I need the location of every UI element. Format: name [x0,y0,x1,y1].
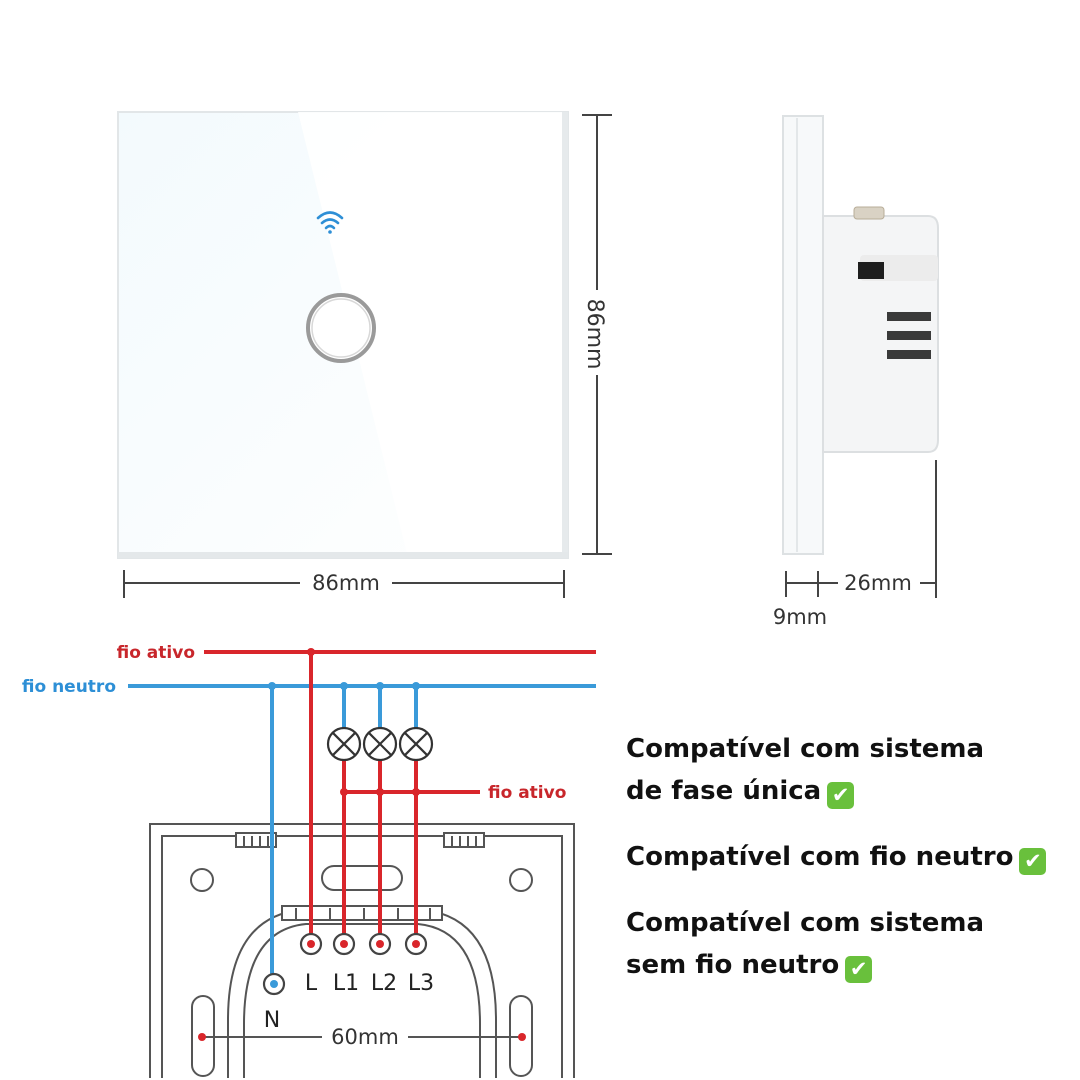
compat-line: Compatível com sistema [626,734,985,764]
compat-line-with-check: Compatível com fio neutro✔ [626,836,1076,878]
width-dimension [123,570,565,598]
terminal-label-l2: L2 [371,971,397,996]
height-label: 86mm [582,299,607,370]
plate-label: 9mm [773,605,827,629]
lamp-icon [362,726,398,762]
compat-line-with-check: sem fio neutro✔ [626,944,1076,986]
check-icon: ✔ [1019,848,1047,875]
width-label: 86mm [312,571,380,595]
terminal-label-l1: L1 [333,971,359,996]
wiring-diagram: fio ativo fio neutro [22,643,596,1078]
compat-single-phase: Compatível com sistema de fase única✔ [626,728,1076,812]
check-icon: ✔ [827,782,855,809]
lamp-icon [326,726,362,762]
live-switched-label: fio ativo [488,783,566,803]
side-plate [782,115,824,555]
front-view: 86mm 86mm [117,111,612,598]
compat-no-neutral: Compatível com sistema sem fio neutro✔ [626,902,1076,986]
neutral-label: fio neutro [22,677,116,697]
compat-line-with-check: de fase única✔ [626,770,1076,812]
terminal-label-l: L [305,971,318,996]
live-top-label: fio ativo [117,643,195,663]
check-icon: ✔ [845,956,873,983]
terminal-label-l3: L3 [408,971,434,996]
compat-line: sem fio neutro [626,950,840,980]
depth-label: 26mm [844,571,912,595]
switch-back-outline [149,823,575,1078]
mount-dimension [198,1033,526,1041]
terminal-label-n: N [264,1008,280,1033]
panel-reflection [298,112,568,558]
touch-button[interactable] [306,293,376,363]
mount-spacing-label: 60mm [331,1025,399,1049]
compat-line: Compatível com fio neutro [626,842,1014,872]
compat-line: Compatível com sistema [626,908,985,938]
wifi-icon [316,211,344,234]
depth-dimension [785,460,937,598]
compat-line: de fase única [626,776,822,806]
compat-neutral: Compatível com fio neutro✔ [626,836,1076,878]
height-dimension [582,114,612,555]
lamp-icon [398,726,434,762]
side-view: 26mm 9mm [773,115,939,629]
